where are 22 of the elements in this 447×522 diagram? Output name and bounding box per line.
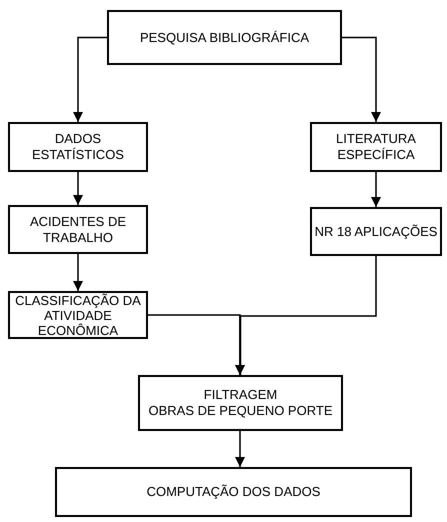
node-label: DADOS ESTATÍSTICOS [31, 131, 125, 163]
arrow [235, 256, 377, 375]
process-box [107, 10, 342, 65]
arrow [73, 36, 107, 122]
process-box [310, 122, 442, 172]
arrow [342, 36, 381, 122]
node-label: NR 18 APLICAÇÕES [314, 224, 438, 240]
node-label: COMPUTAÇÃO DOS DADOS [146, 484, 320, 500]
node-label: LITERATURA ESPECÍFICA [335, 131, 417, 163]
node-label: FILTRAGEM [204, 387, 278, 403]
node-label: CLASSIFICAÇÃO DA ATIVIDADE ECONÔMICA [14, 292, 142, 338]
node-label: OBRAS DE PEQUENO PORTE [148, 403, 332, 419]
process-box [8, 122, 148, 172]
arrow [371, 172, 381, 207]
arrow [73, 172, 83, 205]
node-label: PESQUISA BIBLIOGRÁFICA [140, 30, 310, 46]
process-box [55, 467, 412, 517]
node-label: ACIDENTES DE TRABALHO [28, 214, 128, 246]
process-box [310, 207, 442, 256]
arrow [73, 254, 83, 291]
process-box [8, 205, 148, 254]
process-box [138, 375, 343, 431]
